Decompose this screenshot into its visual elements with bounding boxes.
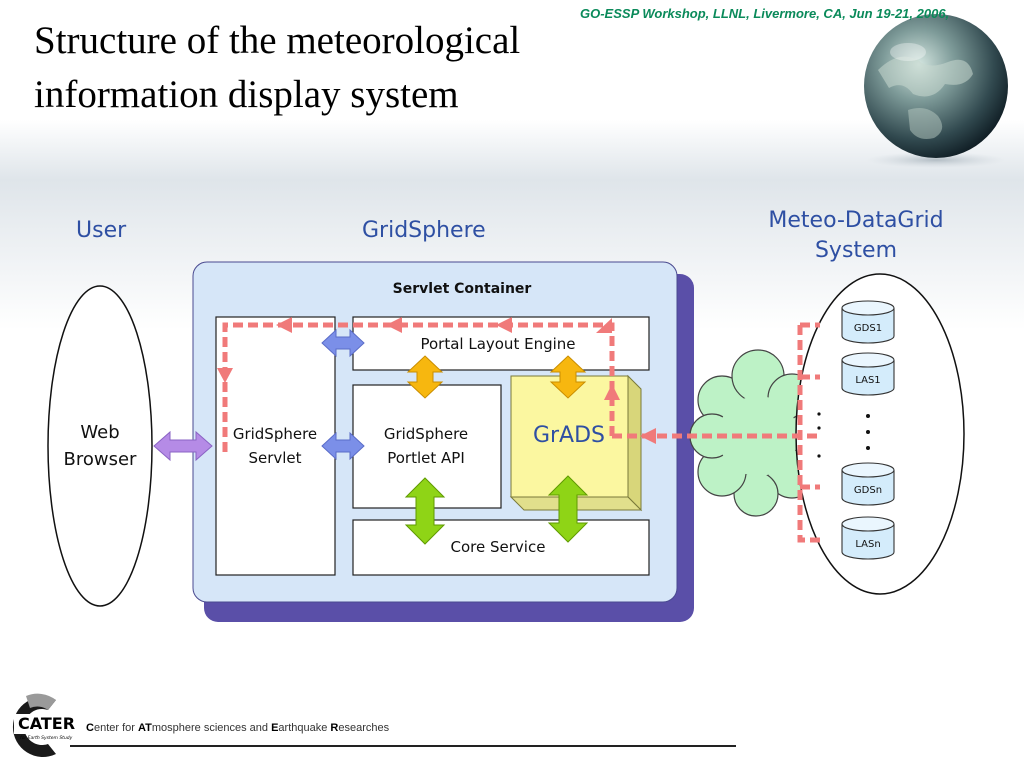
user-label: User: [76, 218, 127, 243]
footer-divider: [70, 745, 736, 747]
cater-logo: CATER for Earth System Study: [12, 693, 80, 757]
meteo-datagrid-label-1: Meteo-DataGrid: [768, 208, 944, 233]
grads-label: GrADS: [533, 423, 605, 448]
layout-portlet-arrow: [406, 355, 444, 399]
web-browser-label-1: Web: [80, 422, 119, 443]
core-service-label: Core Service: [451, 538, 546, 556]
gridsphere-label: GridSphere: [362, 218, 486, 243]
organization-name: Center for ATmosphere sciences and Earth…: [86, 722, 390, 734]
datastore-lasn: [841, 516, 895, 560]
gridsphere-servlet-box: [215, 316, 336, 576]
datastore-label-lasn: LASn: [855, 539, 880, 550]
portlet-api-label-1: GridSphere: [384, 425, 468, 443]
datastore-label-las1: LAS1: [855, 375, 880, 386]
portlet-api-label-2: Portlet API: [387, 449, 465, 467]
workshop-caption: GO-ESSP Workshop, LLNL, Livermore, CA, J…: [580, 6, 950, 21]
datastore-label-gds1: GDS1: [854, 323, 882, 334]
meteo-datagrid-label: Meteo-DataGrid System: [756, 206, 956, 266]
meteo-datagrid-label-2: System: [814, 238, 898, 263]
gridsphere-servlet-label-2: Servlet: [248, 449, 301, 467]
architecture-diagram: GDS1 LAS1 GDSn LASn Servlet Container Po…: [47, 261, 965, 622]
globe-image: [864, 14, 1008, 168]
web-browser-ellipse: [47, 285, 153, 607]
servlet-portlet-arrow: [321, 431, 365, 461]
cater-logo-subtext: for Earth System Study: [20, 735, 73, 741]
title-line-1: Structure of the meteorological: [34, 19, 521, 62]
title-line-2: information display system: [34, 73, 459, 116]
slide-title: Structure of the meteorological informat…: [34, 14, 754, 122]
layout-grads-arrow: [549, 355, 587, 399]
grads-core-arrow: [547, 475, 589, 543]
datastore-gds1: [841, 300, 895, 344]
datastore-gdsn: [841, 462, 895, 506]
portal-layout-engine-label: Portal Layout Engine: [420, 335, 575, 353]
core-service-box: [352, 519, 650, 576]
datastore-label-gdsn: GDSn: [854, 485, 882, 496]
browser-servlet-arrow: [153, 430, 213, 462]
servlet-container-label: Servlet Container: [393, 281, 532, 297]
servlet-layout-arrow: [321, 328, 365, 358]
web-browser-label-2: Browser: [64, 449, 138, 470]
portlet-core-arrow: [404, 477, 446, 545]
datastore-las1: [841, 352, 895, 396]
gridsphere-servlet-label-1: GridSphere: [233, 425, 317, 443]
datastore-ellipsis: [817, 412, 870, 458]
cater-logo-text: CATER: [18, 714, 75, 733]
data-flow-arrowheads: [217, 317, 656, 444]
